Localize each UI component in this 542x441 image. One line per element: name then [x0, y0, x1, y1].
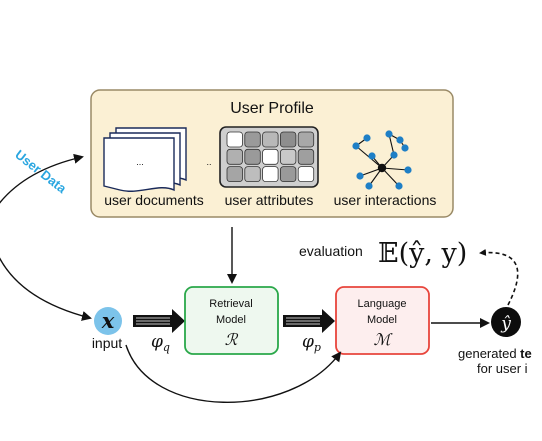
evaluation-label: evaluation	[299, 243, 363, 259]
attribute-cell	[279, 166, 297, 183]
attribute-cell	[297, 148, 315, 165]
graph-node	[401, 144, 409, 152]
attribute-cell	[262, 131, 279, 148]
attributes-grid-icon	[219, 126, 319, 188]
graph-node	[352, 142, 360, 150]
retrieval-model-box: Retrieval Model ℛ	[184, 286, 279, 355]
graph-node	[404, 166, 412, 174]
language-model-panel	[335, 286, 430, 355]
evaluation-feedback-arrow	[479, 248, 519, 306]
graph-node	[368, 152, 376, 160]
attribute-cell	[279, 131, 297, 148]
user-data-to-input-arrow	[0, 257, 92, 321]
graph-center-node	[377, 163, 387, 173]
output-symbol: ŷ	[500, 314, 511, 334]
output-circle	[491, 307, 521, 337]
output-node: ŷ generated te for user i	[458, 307, 532, 376]
language-line2: Model	[367, 314, 397, 326]
attribute-cell	[226, 131, 243, 148]
graph-edge	[381, 167, 409, 171]
input-circle	[94, 307, 122, 335]
evaluation-expression: 𝔼(ŷ, y)	[378, 238, 467, 269]
user-profile-title: User Profile	[230, 100, 314, 117]
user-profile-box: User Profile ... .. user documents user …	[90, 89, 454, 218]
graph-node	[390, 151, 398, 159]
interactions-label: user interactions	[334, 192, 437, 208]
retrieval-symbol: ℛ	[225, 330, 239, 349]
input-to-language-arrow	[125, 344, 342, 403]
graph-node	[396, 136, 404, 144]
attribute-cell	[226, 148, 243, 165]
language-line1: Language	[358, 298, 407, 310]
attributes-label: user attributes	[225, 192, 314, 208]
output-line1: generated te	[458, 346, 532, 361]
input-label: input	[92, 335, 122, 351]
documents-attributes-ellipsis: ..	[206, 157, 211, 167]
input-symbol: x	[101, 308, 115, 333]
retrieval-line1: Retrieval	[209, 298, 252, 310]
attribute-cell	[262, 148, 279, 165]
graph-node	[395, 182, 403, 190]
attribute-cell	[244, 148, 261, 165]
attribute-cell	[297, 131, 315, 148]
graph-node	[363, 134, 371, 142]
output-line2: for user i	[477, 361, 528, 376]
retrieval-model-panel	[184, 286, 279, 355]
attribute-cell	[244, 166, 261, 183]
documents-icon: ...	[103, 127, 187, 192]
graph-node	[365, 182, 373, 190]
document-ellipsis: ...	[136, 157, 144, 167]
documents-label: user documents	[104, 192, 204, 208]
input-node: x input	[92, 307, 122, 351]
retrieval-line2: Model	[216, 314, 246, 326]
attribute-cell	[262, 166, 279, 183]
attribute-cell	[279, 148, 297, 165]
language-model-box: Language Model ℳ	[335, 286, 430, 355]
prompt-arrow	[283, 309, 335, 333]
graph-node	[385, 130, 393, 138]
phi-p-label: φp	[302, 332, 321, 354]
attribute-cell	[244, 131, 261, 148]
attribute-cell	[297, 166, 315, 183]
query-arrow	[133, 309, 185, 333]
language-symbol: ℳ	[373, 330, 393, 349]
interactions-graph-icon	[352, 130, 412, 190]
attribute-cell	[226, 166, 243, 183]
graph-node	[356, 172, 364, 180]
phi-q-label: φq	[151, 332, 170, 354]
user-data-to-profile-arrow	[0, 153, 84, 204]
